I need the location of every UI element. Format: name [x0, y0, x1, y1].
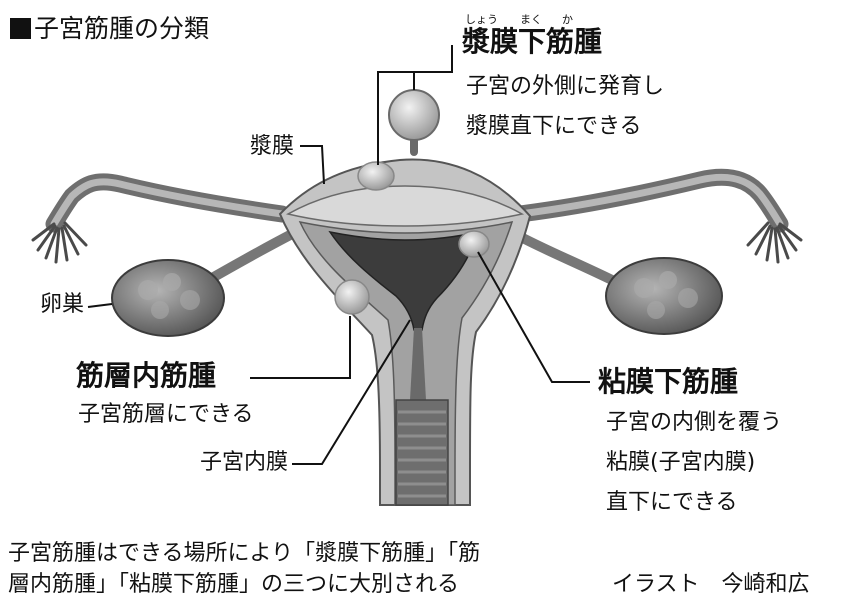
leader-serosa	[300, 145, 325, 185]
uterine-cavity	[328, 230, 480, 331]
left-fallopian-tube	[31, 173, 291, 264]
submucosal-desc-line2: 粘膜(子宮内膜)	[606, 450, 756, 475]
subserosal-fibroid-heading: 漿膜下筋腫	[462, 25, 603, 58]
subserosal-fibroid-pedunculated	[388, 89, 440, 156]
intramural-fibroid-heading: 筋層内筋腫	[76, 359, 217, 392]
vagina	[395, 399, 449, 506]
submucosal-desc-line1: 子宮の内側を覆う	[606, 410, 783, 435]
ovary-label: 卵巣	[40, 292, 85, 317]
caption-line1: 子宮筋腫はできる場所により「漿膜下筋腫」「筋	[8, 541, 481, 566]
right-ovarian-ligament	[510, 229, 617, 285]
subserosal-desc-line2: 漿膜直下にできる	[466, 114, 642, 139]
title-square-icon	[10, 18, 31, 39]
ruby-sho: しょう	[465, 13, 498, 26]
left-ovary	[111, 259, 225, 337]
title-text: 子宮筋腫の分類	[34, 14, 210, 43]
left-fimbriae	[31, 221, 88, 264]
illustration-credit: イラスト 今崎和広	[612, 572, 810, 597]
fundus-surface	[285, 185, 525, 227]
ruby-maku: まく	[520, 13, 542, 26]
leader-intramural	[250, 316, 351, 379]
leader-submucosal	[477, 251, 590, 383]
uterus-myometrium	[298, 220, 514, 506]
subserosal-fibroid-inner	[357, 161, 395, 191]
subserosal-desc-line1: 子宮の外側に発育し	[466, 74, 665, 99]
intramural-desc: 子宮筋層にできる	[78, 402, 254, 427]
right-ovary	[605, 257, 723, 335]
leader-endometrium	[292, 319, 411, 465]
submucosal-fibroid-heading: 粘膜下筋腫	[598, 365, 739, 398]
left-ovarian-ligament	[200, 229, 297, 287]
submucosal-desc-line3: 直下にできる	[606, 490, 738, 515]
leader-lines	[87, 45, 590, 465]
uterus-illustration	[31, 45, 803, 506]
intramural-fibroid	[334, 279, 370, 315]
endometrium-label: 子宮内膜	[200, 450, 289, 475]
right-fallopian-tube	[511, 168, 803, 264]
caption-line2: 層内筋腫」「粘膜下筋腫」の三つに大別される	[8, 572, 460, 597]
leader-ovary	[87, 303, 113, 308]
cervical-canal	[410, 328, 426, 400]
submucosal-fibroid	[458, 230, 490, 258]
ruby-ka: か	[562, 13, 573, 26]
diagram-title: 子宮筋腫の分類	[10, 16, 209, 41]
serosa-label: 漿膜	[250, 134, 295, 159]
right-fimbriae	[746, 221, 803, 264]
